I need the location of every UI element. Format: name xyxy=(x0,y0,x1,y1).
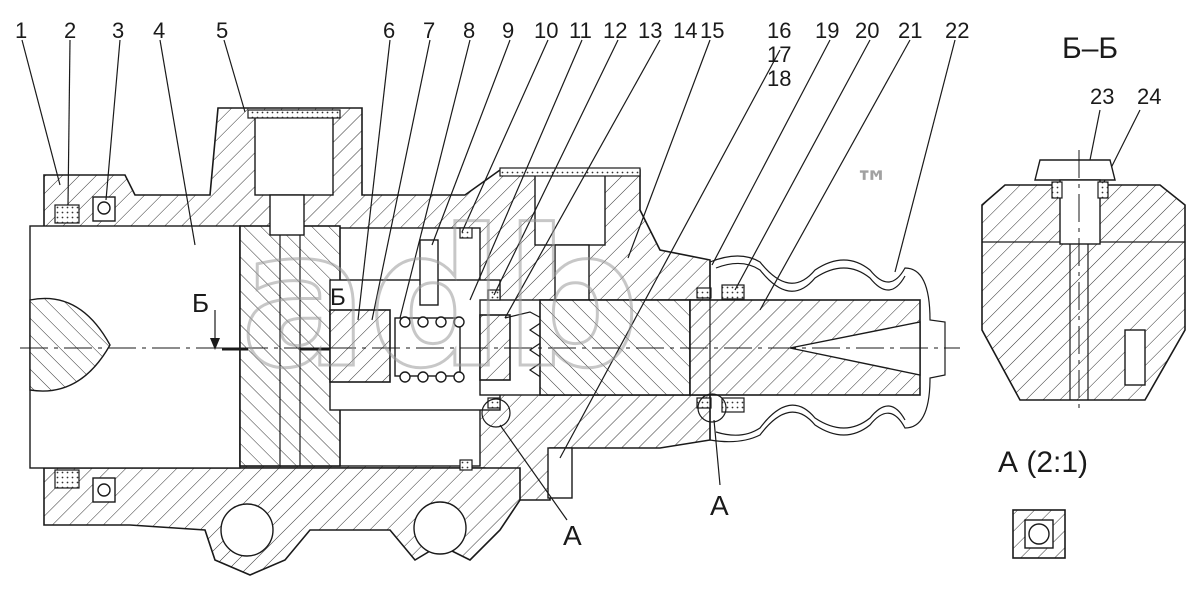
callout-13: 13 xyxy=(638,18,662,43)
callout-16: 16 xyxy=(767,18,791,43)
callout-21: 21 xyxy=(898,18,922,43)
callout-18: 18 xyxy=(767,66,791,91)
section-arrow: Б Б xyxy=(192,284,346,351)
callout-15: 15 xyxy=(700,18,724,43)
detail-view-a: А (2:1) xyxy=(998,446,1088,559)
end-seals xyxy=(54,196,116,503)
bleed-screw xyxy=(547,447,573,499)
section-bb-title: Б–Б xyxy=(1062,32,1118,65)
section-mark-right: Б xyxy=(330,284,346,311)
callout-9: 9 xyxy=(502,18,514,43)
callout-12: 12 xyxy=(603,18,627,43)
callout-7: 7 xyxy=(423,18,435,43)
callout-8: 8 xyxy=(463,18,475,43)
detail-mark-a2: А xyxy=(710,490,729,521)
spring-coil xyxy=(399,316,465,383)
callout-11: 11 xyxy=(569,18,592,43)
callout-20: 20 xyxy=(855,18,879,43)
callout-24: 24 xyxy=(1137,84,1161,109)
callout-17: 17 xyxy=(767,42,791,67)
section-view-bb: Б–Б 23 24 xyxy=(981,32,1186,410)
callout-5: 5 xyxy=(216,18,228,43)
callout-1: 1 xyxy=(15,18,27,43)
callout-10: 10 xyxy=(534,18,558,43)
callout-2: 2 xyxy=(64,18,76,43)
detail-mark-a1: А xyxy=(563,520,582,551)
callout-4: 4 xyxy=(153,18,165,43)
leader-lines xyxy=(21,39,1141,459)
callout-23: 23 xyxy=(1090,84,1114,109)
watermark-logo: adb ™ xyxy=(239,164,890,412)
section-mark-left: Б xyxy=(192,288,209,318)
callout-6: 6 xyxy=(383,18,395,43)
watermark-trademark: ™ xyxy=(855,164,889,204)
dust-boot xyxy=(709,255,946,443)
valve-assembly xyxy=(329,227,547,471)
callout-14: 14 xyxy=(673,18,697,43)
detail-markers: А А xyxy=(481,393,729,551)
callout-3: 3 xyxy=(112,18,124,43)
callout-19: 19 xyxy=(815,18,839,43)
detail-a-title: А (2:1) xyxy=(998,446,1088,479)
callout-numbers: 1 2 3 4 5 6 7 8 9 10 11 12 13 14 15 16 1… xyxy=(15,18,969,91)
callout-22: 22 xyxy=(945,18,969,43)
watermark-text: adb xyxy=(240,189,640,410)
